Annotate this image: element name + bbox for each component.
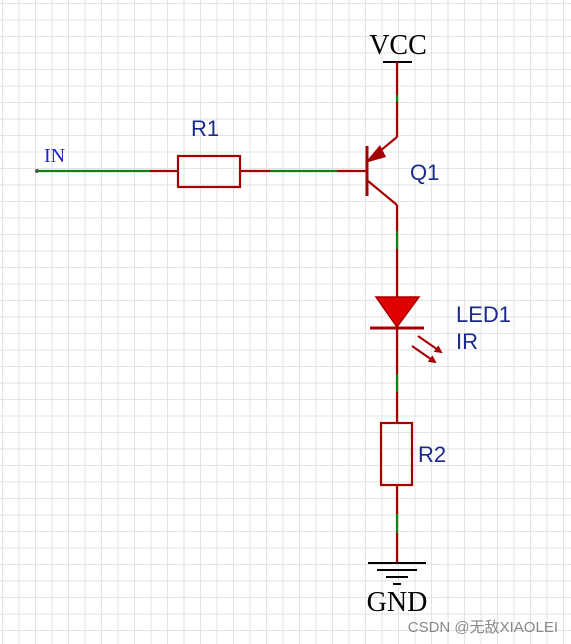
gnd-label: GND [367,587,428,618]
r1-designator: R1 [191,116,219,141]
led1-emission-arrow-1 [417,335,443,354]
input-net: IN [35,145,150,173]
vcc-label: VCC [369,30,427,61]
r2-body [379,421,414,487]
vcc-power-port: VCC [369,30,427,102]
q1-designator: Q1 [410,160,439,185]
gnd-power-port: GND [367,533,428,618]
csdn-watermark: CSDN @无敌XIAOLEI [408,619,558,636]
transistor-q1: Q1 [365,136,439,206]
q1-emitter-arrow [365,145,386,163]
resistor-r1: R1 [150,116,270,189]
r2-designator: R2 [418,442,446,467]
q1-collector-diagonal [367,180,398,206]
led1-designator: LED1 [456,302,511,327]
led1-comment-ir: IR [456,329,478,354]
led1-emission-arrow-2 [411,345,437,364]
resistor-r2: R2 [379,392,446,514]
in-label: IN [44,145,65,167]
r1-body [176,154,242,189]
led1-triangle [374,296,421,329]
led-led1: LED1 IR [370,296,511,364]
